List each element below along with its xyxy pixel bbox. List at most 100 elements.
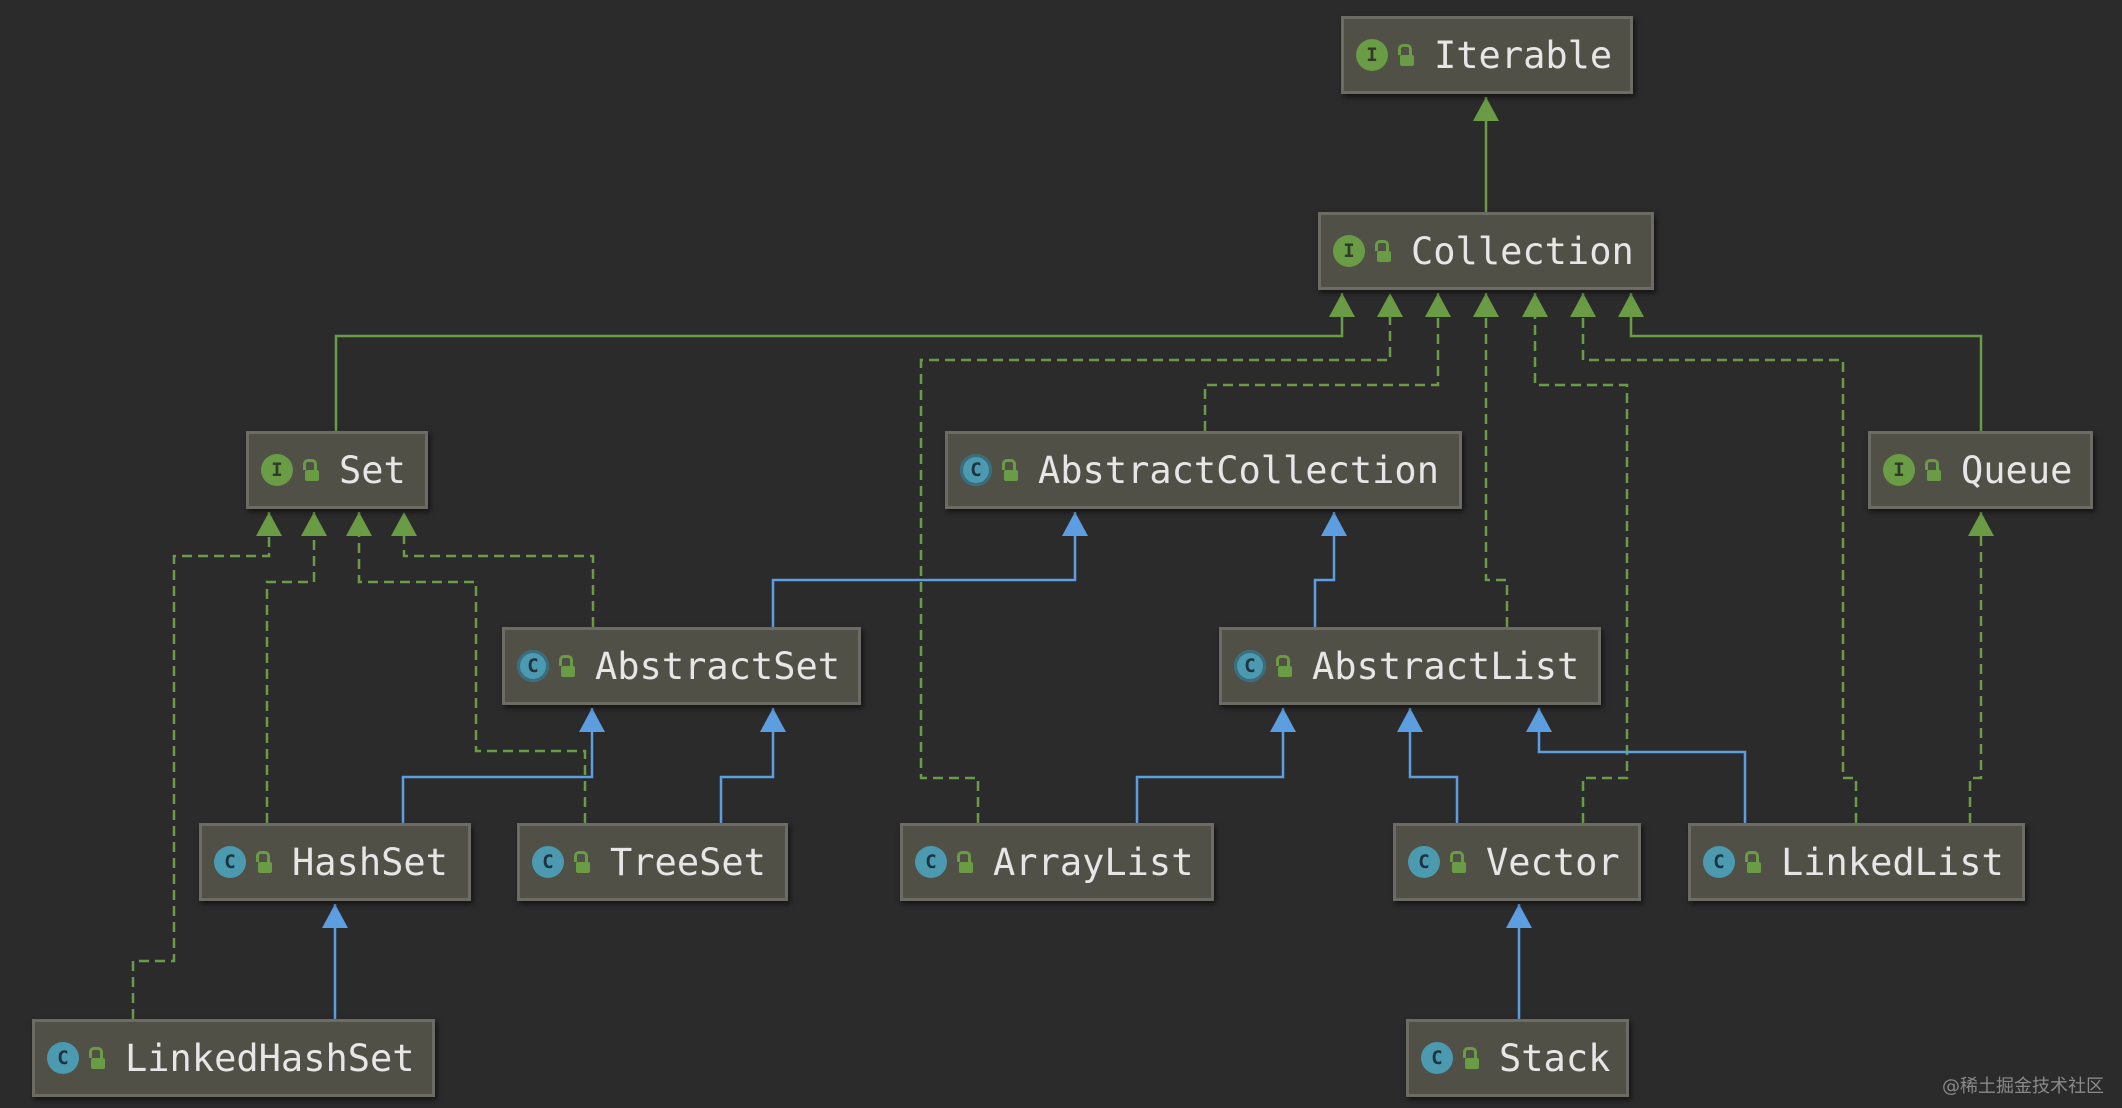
arrowhead-linked-list-to-abstract-list [1526,708,1552,732]
arrowhead-linked-list-to-collection [1570,293,1596,317]
node-vector[interactable]: C Vector [1393,823,1641,901]
edge-abstract-list-to-abstract-collection [1313,512,1336,627]
lock-icon [955,851,975,873]
watermark: @稀土掘金技术社区 [1942,1076,2104,1097]
node-hash-set[interactable]: C HashSet [199,823,471,901]
edge-tree-set-to-abstract-set [719,708,775,823]
edge-vector-to-abstract-list [1408,708,1459,823]
node-set[interactable]: I Set [246,431,428,509]
lock-icon [1923,459,1943,481]
edge-linked-list-to-collection [1581,293,1858,823]
node-linked-list[interactable]: C LinkedList [1688,823,2025,901]
arrowhead-abstract-list-to-abstract-collection [1321,512,1347,536]
class-icon: C [1703,846,1735,878]
arrowhead-set-to-collection [1329,293,1355,317]
arrowhead-abstract-set-to-set [391,512,417,536]
node-label: TreeSet [610,840,766,884]
node-label: AbstractCollection [1038,448,1439,492]
node-label: HashSet [292,840,448,884]
arrowhead-stack-to-vector [1506,904,1532,928]
arrowhead-linked-hash-set-to-set [256,512,282,536]
node-label: Collection [1411,229,1634,273]
node-array-list[interactable]: C ArrayList [900,823,1214,901]
node-stack[interactable]: C Stack [1406,1019,1629,1097]
node-abstract-list[interactable]: C AbstractList [1219,627,1601,705]
node-label: Queue [1961,448,2073,492]
edge-vector-to-collection [1533,293,1629,823]
node-label: Stack [1499,1036,1611,1080]
abstract-class-icon: C [960,454,992,486]
lock-icon [301,459,321,481]
arrowhead-array-list-to-abstract-list [1270,708,1296,732]
node-iterable[interactable]: I Iterable [1341,16,1633,94]
node-label: Set [339,448,406,492]
arrowhead-array-list-to-collection [1377,293,1403,317]
edge-hash-set-to-abstract-set [401,708,594,823]
lock-icon [1373,240,1393,262]
edge-abstract-set-to-set [402,512,595,627]
arrowhead-queue-to-collection [1618,293,1644,317]
arrowhead-abstract-collection-to-collection [1425,293,1451,317]
abstract-class-icon: C [517,650,549,682]
lock-icon [1461,1047,1481,1069]
class-icon: C [1408,846,1440,878]
abstract-class-icon: C [1234,650,1266,682]
node-abstract-set[interactable]: C AbstractSet [502,627,861,705]
edge-array-list-to-abstract-list [1135,708,1285,823]
edge-linked-list-to-abstract-list [1537,708,1747,823]
lock-icon [87,1047,107,1069]
edge-queue-to-collection [1629,293,1983,431]
lock-icon [572,851,592,873]
lock-icon [1396,44,1416,66]
arrowhead-collection-to-iterable [1473,97,1499,121]
class-icon: C [214,846,246,878]
lock-icon [254,851,274,873]
edge-array-list-to-collection [919,293,1392,823]
node-label: Vector [1486,840,1620,884]
lock-icon [1743,851,1763,873]
interface-icon: I [1356,39,1388,71]
node-label: AbstractList [1312,644,1580,688]
node-label: LinkedHashSet [125,1036,415,1080]
node-linked-hash-set[interactable]: C LinkedHashSet [32,1019,435,1097]
lock-icon [557,655,577,677]
edge-set-to-collection [334,293,1344,431]
interface-icon: I [1883,454,1915,486]
edge-hash-set-to-set [265,512,316,823]
arrowhead-vector-to-collection [1522,293,1548,317]
interface-icon: I [1333,235,1365,267]
edge-tree-set-to-set [357,512,587,823]
lock-icon [1000,459,1020,481]
class-icon: C [1421,1042,1453,1074]
lock-icon [1448,851,1468,873]
arrowhead-tree-set-to-abstract-set [760,708,786,732]
interface-icon: I [261,454,293,486]
arrowhead-abstract-list-to-collection [1473,293,1499,317]
node-abstract-collection[interactable]: C AbstractCollection [945,431,1462,509]
node-label: Iterable [1434,33,1613,77]
edge-abstract-list-to-collection [1484,293,1509,627]
node-queue[interactable]: I Queue [1868,431,2093,509]
arrowhead-linked-hash-set-to-hash-set [322,904,348,928]
edge-linked-list-to-queue [1968,512,1983,823]
node-collection[interactable]: I Collection [1318,212,1654,290]
class-icon: C [532,846,564,878]
arrowhead-vector-to-abstract-list [1397,708,1423,732]
node-tree-set[interactable]: C TreeSet [517,823,788,901]
edge-linked-hash-set-to-set [131,512,271,1019]
edge-abstract-collection-to-collection [1203,293,1440,431]
node-label: AbstractSet [595,644,841,688]
lock-icon [1274,655,1294,677]
arrowhead-hash-set-to-set [301,512,327,536]
arrowhead-linked-list-to-queue [1968,512,1994,536]
class-icon: C [915,846,947,878]
arrowhead-hash-set-to-abstract-set [579,708,605,732]
edge-abstract-set-to-abstract-collection [771,512,1077,627]
arrowhead-tree-set-to-set [346,512,372,536]
class-icon: C [47,1042,79,1074]
node-label: ArrayList [993,840,1194,884]
node-label: LinkedList [1781,840,2004,884]
arrowhead-abstract-set-to-abstract-collection [1062,512,1088,536]
